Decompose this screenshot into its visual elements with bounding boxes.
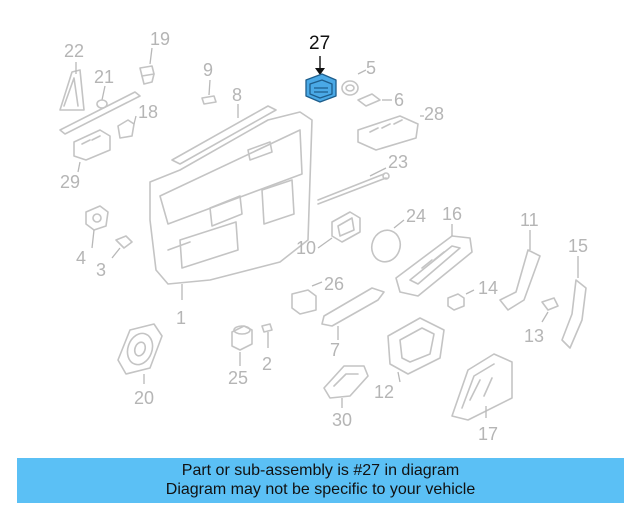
part-16 xyxy=(395,224,473,297)
part-9 xyxy=(201,79,217,105)
part-30 xyxy=(323,365,369,408)
part-17 xyxy=(451,353,513,421)
callout-15[interactable]: 15 xyxy=(568,236,588,256)
callout-4[interactable]: 4 xyxy=(76,248,86,268)
part-21 xyxy=(59,85,141,135)
part-20 xyxy=(117,323,163,384)
part-27-highlighted[interactable] xyxy=(305,56,337,103)
callout-2[interactable]: 2 xyxy=(262,354,272,374)
part-26 xyxy=(291,281,323,315)
callout-25[interactable]: 25 xyxy=(228,368,248,388)
callout-12[interactable]: 12 xyxy=(374,382,394,402)
callout-11[interactable]: 11 xyxy=(520,210,539,230)
callout-29[interactable]: 29 xyxy=(60,172,80,192)
part-14 xyxy=(447,289,475,311)
callout-22[interactable]: 22 xyxy=(64,41,84,61)
part-1-door-panel xyxy=(149,111,313,300)
callout-1[interactable]: 1 xyxy=(176,308,186,328)
callout-26[interactable]: 26 xyxy=(324,274,344,294)
part-15 xyxy=(561,256,587,349)
part-23 xyxy=(317,167,390,205)
part-10 xyxy=(317,211,361,249)
part-22 xyxy=(59,62,85,111)
banner-line-2: Diagram may not be specific to your vehi… xyxy=(165,481,476,498)
banner-line-1: Part or sub-assembly is #27 in diagram xyxy=(181,462,460,479)
part-8 xyxy=(171,104,277,165)
callout-19[interactable]: 19 xyxy=(150,29,170,49)
parts-diagram: 22 19 21 9 8 27 5 xyxy=(59,29,588,444)
part-5 xyxy=(341,69,367,96)
callout-13[interactable]: 13 xyxy=(524,326,544,346)
part-4 xyxy=(85,205,109,249)
part-25 xyxy=(231,325,253,366)
part-2 xyxy=(261,323,273,348)
part-19 xyxy=(139,47,155,85)
info-banner: Part or sub-assembly is #27 in diagram D… xyxy=(17,458,624,503)
callout-10[interactable]: 10 xyxy=(296,238,316,258)
part-13 xyxy=(541,297,559,323)
callout-17[interactable]: 17 xyxy=(478,424,498,444)
callout-6[interactable]: 6 xyxy=(394,90,404,110)
part-18 xyxy=(117,115,137,139)
part-7 xyxy=(321,287,385,340)
callout-20[interactable]: 20 xyxy=(134,388,154,408)
callout-28[interactable]: 28 xyxy=(424,104,444,124)
callout-30[interactable]: 30 xyxy=(332,410,352,430)
part-6 xyxy=(357,93,392,107)
callout-27[interactable]: 27 xyxy=(309,33,330,54)
part-3 xyxy=(111,235,133,259)
callout-8[interactable]: 8 xyxy=(232,85,242,105)
callout-16[interactable]: 16 xyxy=(442,204,462,224)
callout-24[interactable]: 24 xyxy=(406,206,426,226)
part-28 xyxy=(357,115,424,151)
callout-14[interactable]: 14 xyxy=(478,278,498,298)
callout-18[interactable]: 18 xyxy=(138,102,158,122)
part-24 xyxy=(370,219,405,263)
callout-7[interactable]: 7 xyxy=(330,340,340,360)
part-29 xyxy=(73,129,111,173)
callout-21[interactable]: 21 xyxy=(94,67,114,87)
callout-5[interactable]: 5 xyxy=(366,58,376,78)
callout-23[interactable]: 23 xyxy=(388,152,408,172)
callout-9[interactable]: 9 xyxy=(203,60,213,80)
callout-3[interactable]: 3 xyxy=(96,260,106,280)
part-11 xyxy=(499,230,541,311)
part-12 xyxy=(387,317,445,383)
